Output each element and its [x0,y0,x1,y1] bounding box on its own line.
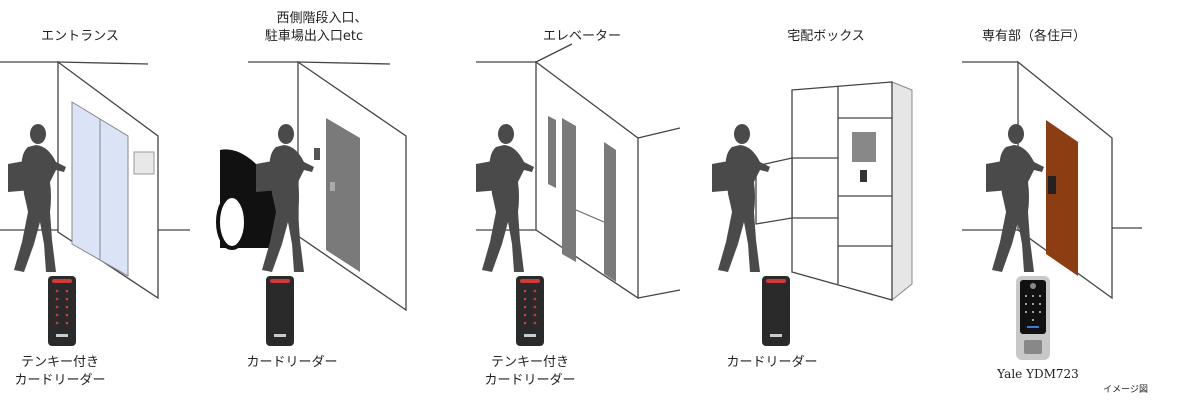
device-label-1: テンキー付き [21,355,99,370]
scene-title: 専有部（各住戸） [982,28,1086,44]
device-label-1: Yale YDM723 [996,367,1079,381]
gray-door [326,118,360,272]
door-reader-icon [314,148,320,160]
keypad-reader-icon [48,276,76,346]
leader-line [535,43,573,63]
car-wheel [216,194,248,250]
scene-title-line-2: 駐車場出入口etc [265,29,363,44]
elevator-panel [548,116,556,188]
footnote: イメージ図 [1103,384,1148,395]
card-reader-icon [266,276,294,346]
wood-door [1046,120,1078,276]
scene-title: 宅配ボックス [787,29,865,44]
device-label-1: テンキー付き [491,355,569,370]
box-front [791,81,893,301]
box-panel-screen [852,132,876,162]
device-label-1: カードリーダー [726,355,817,370]
scene-west-stairs-parking: 西側階段入口、 駐車場出入口etc カードリーダー [216,11,407,370]
side-wall-bottom [637,289,681,299]
elevator-threshold [575,209,605,223]
ceiling-line [0,61,149,65]
elevator-door-frame-right [604,142,616,282]
ceiling-line [248,61,391,65]
wall-reader-icon [133,151,155,175]
scene-title: エントランス [41,29,119,44]
card-reader-icon [762,276,790,346]
device-label-2: カードリーダー [484,373,575,388]
box-open-door [755,157,793,225]
door-handle [330,182,335,191]
scene-title: エレベーター [543,29,621,44]
keypad-reader-icon [516,276,544,346]
box-side [891,81,913,302]
scene-delivery-box: 宅配ボックス カードリーダー [712,29,913,370]
box-reader [860,170,867,182]
device-label-2: カードリーダー [14,373,105,388]
scene-entrance: エントランス テンキー付き カードリーダー [0,29,190,388]
device-label-1: カードリーダー [246,355,337,370]
person-silhouette [8,124,66,272]
scene-elevator: エレベーター テンキー付き カードリーダー [476,29,681,388]
scene-title-line-1: 西側階段入口、 [276,11,367,26]
smart-lock-icon [1016,276,1050,360]
door-lock-icon [1048,176,1056,194]
elevator-door-frame-left [562,118,576,262]
side-wall-top [637,127,681,139]
person-silhouette [476,124,534,272]
scene-private-unit: 専有部（各住戸） Yale YDM723 [962,28,1142,381]
